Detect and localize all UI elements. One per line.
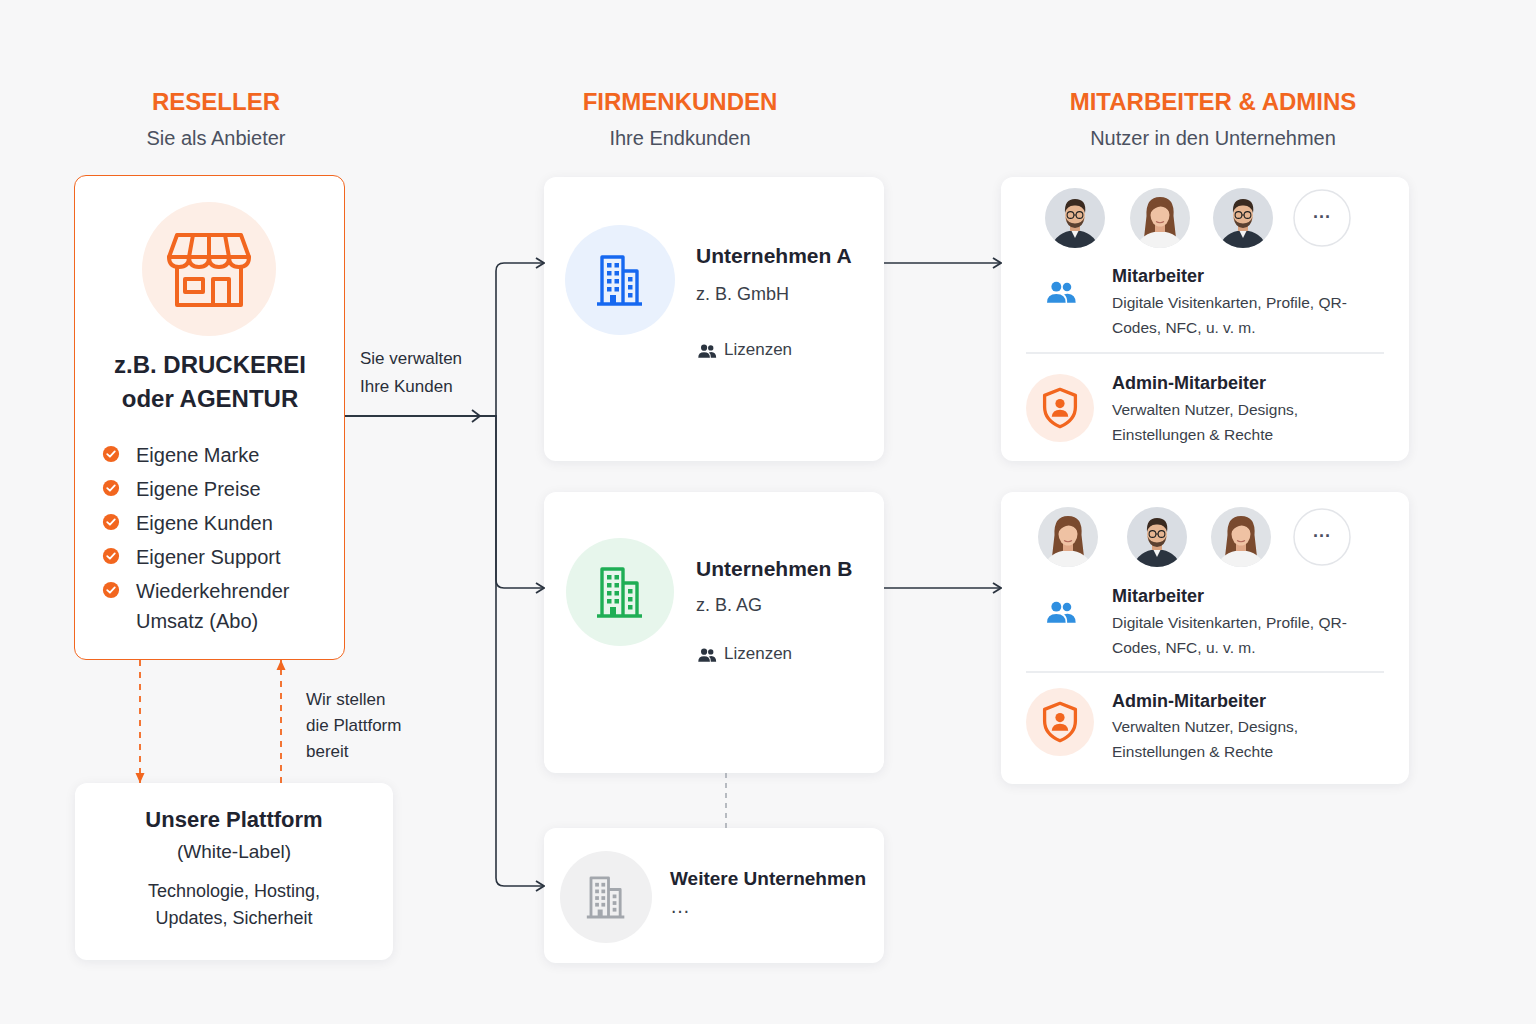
node-title: Unsere Plattform xyxy=(75,806,393,834)
arrow-head xyxy=(472,410,480,422)
shield-icon xyxy=(1045,389,1076,426)
connector xyxy=(725,773,727,828)
node-title: Unternehmen B xyxy=(696,556,876,582)
store-icon xyxy=(169,235,249,305)
people-icon xyxy=(698,345,716,358)
divider xyxy=(1026,352,1384,354)
edge-label: Wir stellen die Plattform bereit xyxy=(306,687,411,765)
platform-box: Unsere Plattform (White-Label) Technologie… xyxy=(75,783,393,960)
edge-label: Sie verwalten Ihre Kunden xyxy=(360,345,480,400)
connector xyxy=(345,416,544,886)
node-title: Mitarbeiter xyxy=(1112,264,1392,288)
node-text: Verwalten Nutzer, Designs, Einstellungen… xyxy=(1112,397,1362,447)
connector xyxy=(280,660,282,783)
node-text: z. B. AG xyxy=(696,593,876,617)
check-icon xyxy=(103,548,119,564)
icon-circle xyxy=(566,538,674,646)
column-heading: RESELLER xyxy=(16,88,416,116)
people-icon xyxy=(1047,602,1076,623)
column-subheading: Ihre Endkunden xyxy=(480,125,880,151)
node-text: Verwalten Nutzer, Designs, Einstellungen… xyxy=(1112,714,1362,764)
icon-circle xyxy=(1026,688,1094,756)
avatar xyxy=(1213,188,1273,250)
avatar xyxy=(1127,507,1187,569)
node-title: Weitere Unternehmen xyxy=(670,867,870,891)
icon-circle xyxy=(565,225,675,335)
check-icon xyxy=(103,582,119,598)
node-text: z. B. GmbH xyxy=(696,282,876,306)
node-title: Mitarbeiter xyxy=(1112,584,1392,608)
people-icon xyxy=(1047,282,1076,303)
icon-circle xyxy=(142,202,276,336)
divider xyxy=(1026,671,1384,673)
connector xyxy=(345,263,544,416)
user-panel: MitarbeiterDigitale Visitenkarten, Profi… xyxy=(1001,177,1409,461)
more-circle xyxy=(1294,190,1350,246)
node-text: Eigene Preise xyxy=(136,474,336,504)
avatar xyxy=(1130,188,1190,250)
company-box: Unternehmen B z. B. AG Lizenzen xyxy=(544,492,884,773)
people-icon xyxy=(698,649,716,662)
node-text: Technologie, Hosting, Updates, Sicherhei… xyxy=(119,878,349,932)
column-subheading: Nutzer in den Unternehmen xyxy=(1013,125,1413,151)
company-box: Weitere Unternehmen … xyxy=(544,828,884,963)
icon-circle xyxy=(1026,374,1094,442)
building-icon xyxy=(597,569,642,616)
node-title: z.B. DRUCKEREI oder AGENTUR xyxy=(100,348,320,416)
shield-icon xyxy=(1045,703,1076,740)
building-icon xyxy=(597,257,642,304)
node-text: Admin-Mitarbeiter xyxy=(1112,689,1392,713)
node-text: … xyxy=(670,894,730,918)
connector xyxy=(884,587,1001,589)
node-text: Wiederkehrender Umsatz (Abo) xyxy=(136,576,326,636)
node-text: Eigene Marke xyxy=(136,440,336,470)
node-text: Lizenzen xyxy=(724,642,874,666)
user-panel: MitarbeiterDigitale Visitenkarten, Profi… xyxy=(1001,492,1409,784)
icon-circle xyxy=(560,851,652,943)
more-circle xyxy=(1294,509,1350,565)
column-subheading: Sie als Anbieter xyxy=(16,125,416,151)
node-text: Eigener Support xyxy=(136,542,336,572)
connector xyxy=(139,660,141,783)
building-icon xyxy=(587,878,625,917)
connector xyxy=(345,416,544,588)
column-heading: MITARBEITER & ADMINS xyxy=(1013,88,1413,116)
check-icon xyxy=(103,446,119,462)
reseller-box: z.B. DRUCKEREI oder AGENTUR Eigene MarkeE… xyxy=(74,175,345,660)
avatar xyxy=(1211,507,1271,569)
node-text: Eigene Kunden xyxy=(136,508,336,538)
connector xyxy=(884,262,1001,264)
node-text: Digitale Visitenkarten, Profile, QR-Code… xyxy=(1112,610,1362,660)
node-text: (White-Label) xyxy=(75,839,393,865)
node-title: Unternehmen A xyxy=(696,243,876,269)
column-heading: FIRMENKUNDEN xyxy=(480,88,880,116)
node-text: Lizenzen xyxy=(724,338,874,362)
node-text: Admin-Mitarbeiter xyxy=(1112,371,1392,395)
avatar xyxy=(1045,188,1105,250)
check-icon xyxy=(103,480,119,496)
company-box: Unternehmen A z. B. GmbH Lizenzen xyxy=(544,177,884,461)
check-icon xyxy=(103,514,119,530)
node-text: Digitale Visitenkarten, Profile, QR-Code… xyxy=(1112,290,1362,340)
avatar xyxy=(1038,507,1098,569)
